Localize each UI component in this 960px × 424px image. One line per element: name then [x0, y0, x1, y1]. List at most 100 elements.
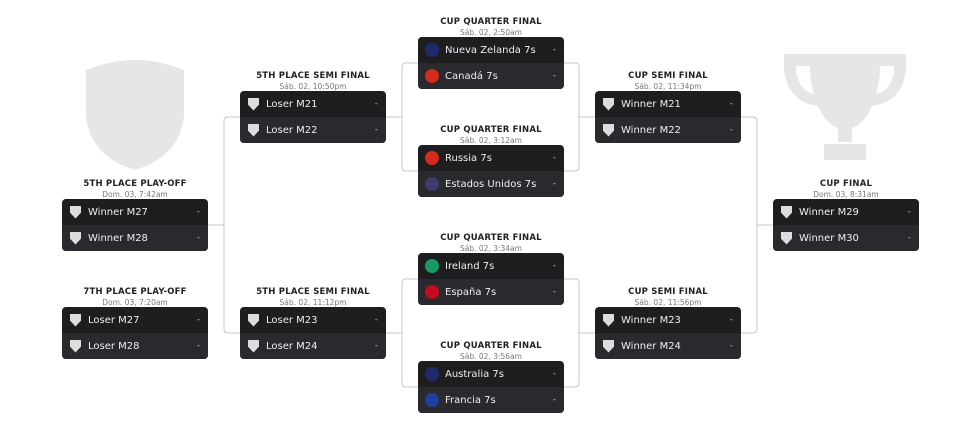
team-row[interactable]: Loser M23 -	[240, 307, 386, 333]
team-shield-icon	[603, 123, 614, 137]
team-row[interactable]: Winner M29 -	[773, 199, 919, 225]
team-score: -	[196, 233, 200, 243]
match-title: CUP SEMI FINAL	[628, 71, 708, 81]
team-row[interactable]: Loser M27 -	[62, 307, 208, 333]
team-score: -	[552, 153, 556, 163]
team-shield-icon	[603, 313, 614, 327]
team-name: Loser M23	[266, 314, 318, 326]
team-row[interactable]: Winner M21 -	[595, 91, 741, 117]
match-date: Sáb. 02, 3:56am	[460, 352, 522, 361]
team-row[interactable]: Winner M23-	[595, 307, 741, 333]
team-row[interactable]: Estados Unidos 7s -	[418, 171, 564, 197]
match-title: 5TH PLACE PLAY-OFF	[83, 179, 187, 189]
match-title: CUP QUARTER FINAL	[440, 341, 542, 351]
team-name: Winner M23	[621, 314, 681, 326]
flag-fr-icon	[425, 393, 439, 407]
team-row[interactable]: Russia 7s -	[418, 145, 564, 171]
team-score: -	[374, 341, 378, 351]
team-score: -	[196, 315, 200, 325]
team-score: -	[729, 125, 733, 135]
team-shield-icon	[603, 339, 614, 353]
team-shield-icon	[781, 205, 792, 219]
team-shield-icon	[70, 313, 81, 327]
team-name: Winner M24	[621, 340, 681, 352]
team-shield-icon	[248, 339, 259, 353]
team-row[interactable]: Loser M21-	[240, 91, 386, 117]
team-name: Canadá 7s	[445, 70, 498, 82]
team-row[interactable]: Francia 7s -	[418, 387, 564, 413]
team-score: -	[552, 179, 556, 189]
team-name: Winner M21	[621, 98, 681, 110]
flag-nz-icon	[425, 43, 439, 57]
team-row[interactable]: Canadá 7s -	[418, 63, 564, 89]
team-shield-icon	[70, 339, 81, 353]
match-title: 5TH PLACE SEMI FINAL	[256, 71, 370, 81]
team-name: Winner M30	[799, 232, 859, 244]
match-date: Dom. 03, 8:31am	[813, 190, 879, 199]
match-date: Sáb. 02, 11:56pm	[634, 298, 702, 307]
team-name: Loser M28	[88, 340, 140, 352]
match-date: Dom. 03, 7:42am	[102, 190, 168, 199]
team-shield-icon	[248, 123, 259, 137]
team-shield-icon	[70, 231, 81, 245]
team-row[interactable]: Winner M27 -	[62, 199, 208, 225]
match-date: Sáb. 02, 2:50am	[460, 28, 522, 37]
team-name: Winner M29	[799, 206, 859, 218]
team-shield-icon	[603, 97, 614, 111]
team-score: -	[729, 341, 733, 351]
team-row[interactable]: Loser M28 -	[62, 333, 208, 359]
team-row[interactable]: Loser M24-	[240, 333, 386, 359]
flag-au-icon	[425, 367, 439, 381]
trophy-icon	[784, 54, 906, 160]
team-shield-icon	[70, 205, 81, 219]
team-row[interactable]: Loser M22-	[240, 117, 386, 143]
team-name: Estados Unidos 7s	[445, 178, 537, 190]
team-row[interactable]: Australia 7s-	[418, 361, 564, 387]
team-score: -	[552, 395, 556, 405]
team-name: Australia 7s	[445, 368, 504, 380]
team-name: Loser M27	[88, 314, 140, 326]
match-title: 7TH PLACE PLAY-OFF	[83, 287, 187, 297]
team-name: Francia 7s	[445, 394, 496, 406]
team-row[interactable]: Winner M28 -	[62, 225, 208, 251]
team-score: -	[729, 99, 733, 109]
team-name: España 7s	[445, 286, 497, 298]
team-score: -	[907, 207, 911, 217]
team-row[interactable]: España 7s-	[418, 279, 564, 305]
team-score: -	[196, 207, 200, 217]
team-name: Winner M27	[88, 206, 148, 218]
team-name: Loser M21	[266, 98, 318, 110]
team-shield-icon	[781, 231, 792, 245]
flag-ie-icon	[425, 259, 439, 273]
team-row[interactable]: Winner M22 -	[595, 117, 741, 143]
match-date: Sáb. 02, 3:34am	[460, 244, 522, 253]
match-title: CUP SEMI FINAL	[628, 287, 708, 297]
team-score: -	[196, 341, 200, 351]
team-row[interactable]: Nueva Zelanda 7s-	[418, 37, 564, 63]
team-name: Winner M22	[621, 124, 681, 136]
team-score: -	[552, 261, 556, 271]
flag-ru-icon	[425, 151, 439, 165]
match-title: CUP QUARTER FINAL	[440, 17, 542, 27]
team-row[interactable]: Winner M24 -	[595, 333, 741, 359]
team-name: Winner M28	[88, 232, 148, 244]
match-date: Sáb. 02, 11:34pm	[634, 82, 702, 91]
team-score: -	[552, 71, 556, 81]
team-row[interactable]: Winner M30-	[773, 225, 919, 251]
team-name: Russia 7s	[445, 152, 492, 164]
match-title: CUP QUARTER FINAL	[440, 233, 542, 243]
team-score: -	[374, 315, 378, 325]
team-row[interactable]: Ireland 7s-	[418, 253, 564, 279]
